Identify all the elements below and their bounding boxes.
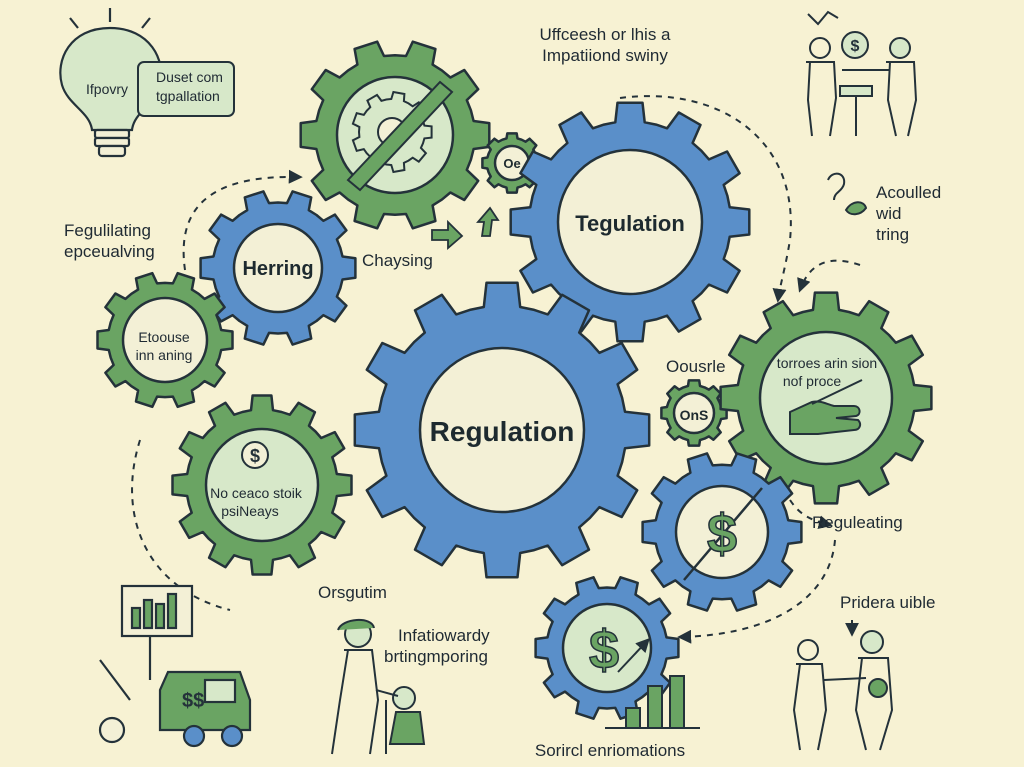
orsgutim-label: Orsgutim [318,583,387,602]
gear-etoouse-line2: inn aning [135,347,193,363]
header-title-line1: Uffceesh or lhis a [539,25,671,44]
chaysing-label: Chaysing [362,251,433,270]
gear-ons-label: OnS [679,407,709,423]
lightbulb-label: Ifpovry [86,81,129,97]
gear-dollar-slash-label: $ [707,504,737,564]
gear-tegulation-label: Tegulation [575,211,685,236]
arrow-bottom-right [677,539,836,644]
arrow-right-low [789,499,833,530]
connector-arrows [131,95,861,644]
bar-chart-icon [605,675,700,729]
gear-right-big-line2: nof proce [782,373,842,389]
gear-right-big-line1: torroes arin sion [776,355,878,371]
reguleating-label: Reguleating [812,513,903,532]
gear-etoouse [96,271,234,409]
gear-regulation [353,281,651,579]
helper-people-icon [331,619,426,755]
people-icon [806,10,918,137]
note-box-line2: tgpallation [156,88,220,104]
question-icon [827,172,868,216]
hand-icon [789,379,863,435]
gear-etoouse-hub [121,296,209,384]
gear-herring-hub [232,222,324,314]
lightbulb-icon [59,8,163,158]
dollar-icon: $ [250,446,260,466]
gear-tegulation-hub [556,148,704,296]
acquired-label-2: wid [876,204,902,223]
gear-regulation-label: Regulation [429,416,575,447]
exchange-people-icon [792,620,894,751]
inflation-label-2: brtingmporing [384,647,488,666]
arrow-left-low [131,439,231,611]
dollar-coin-icon [241,441,269,469]
gear-icon [346,80,454,192]
header-title-line2: Impatiiond swiny [542,46,668,65]
note-box-line1: Duset com [156,69,223,85]
people-dollar-icon: $ [851,38,860,55]
gear-bottom-dollar-hub [561,602,653,694]
trend-arrow-icon [617,637,650,673]
gear-herring-label: Herring [242,258,314,280]
note-box [137,61,235,117]
arrow-top-right [619,95,792,303]
inflation-label-1: Infatiowardy [398,626,490,645]
gear-small-oe-label: Oe [503,156,521,171]
gear-regulation-hub [418,346,586,514]
footer-label: Sorircl enriomations [534,741,686,760]
left-side-label-1: Fegulilating [64,221,151,240]
gear-left-money-line1: No ceaco stoik [210,485,302,501]
gear-ons [660,379,728,447]
gear-herring [199,190,357,346]
slash-icon [683,487,763,581]
acquired-label-1: Acoulled [876,183,942,202]
gear-ons-hub [672,391,716,435]
left-side-label-2: epceualving [64,242,155,261]
gear-bottom-dollar-label: $ [589,620,619,680]
prider-label: Pridera uible [840,593,936,612]
truck-icon [98,584,252,748]
gear-left-money [171,394,353,576]
arrow-right-mid [797,259,861,293]
acquired-label-3: tring [876,225,910,244]
gear-left-money-hub [204,427,320,543]
green-arrows-icon [431,206,500,250]
ousrte-label: Oousrle [666,357,726,376]
gear-tegulation [509,101,751,343]
truck-dollar-icon: $$ [182,690,204,712]
gear-etoouse-line1: Etoouse [138,329,190,345]
gear-left-money-line2: psiNeays [221,503,279,519]
arrow-top-left [182,169,303,271]
